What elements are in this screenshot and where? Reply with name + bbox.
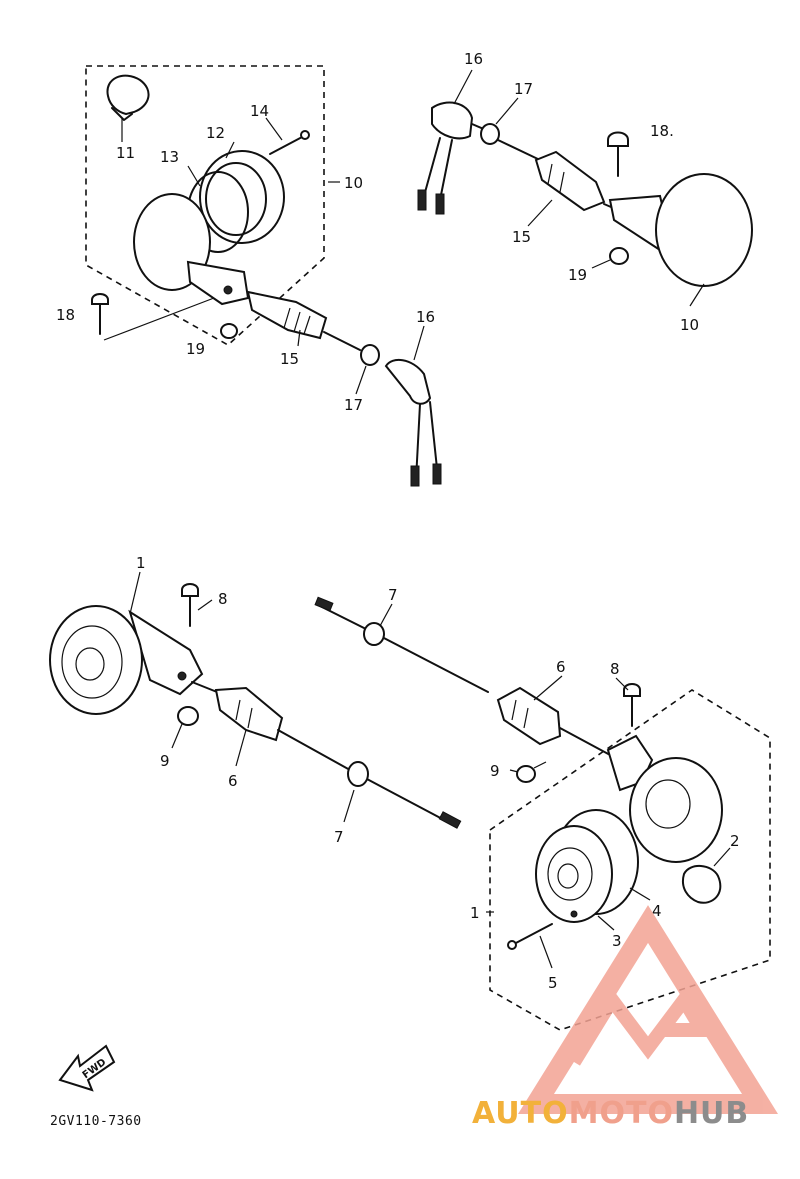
callout-10: 10 — [680, 316, 699, 334]
assembly-top-left — [85, 65, 442, 487]
callout-9: 9 — [490, 762, 500, 780]
callout-12: 12 — [206, 124, 225, 142]
callout-17: 17 — [514, 80, 533, 98]
leader-lines — [129, 69, 731, 969]
front-arrow-icon: FWD — [58, 1044, 116, 1092]
callout-9: 9 — [160, 752, 170, 770]
assembly-bottom-right — [314, 596, 771, 1031]
callouts-bottom-left: 1 8 9 6 7 — [136, 554, 344, 846]
callout-2: 2 — [730, 832, 740, 850]
watermark-part-moto: MOTO — [568, 1096, 674, 1131]
callout-6: 6 — [228, 772, 238, 790]
callout-7: 7 — [388, 586, 398, 604]
callout-10: 10 — [344, 174, 363, 192]
callouts-top-left: 11 12 13 14 10 18 19 15 16 17 — [56, 102, 435, 414]
callout-15: 15 — [512, 228, 531, 246]
callout-8: 8 — [610, 660, 620, 678]
callout-7: 7 — [334, 828, 344, 846]
callout-8: 8 — [218, 590, 228, 608]
callout-18: 18. — [650, 122, 674, 140]
callout-17: 17 — [344, 396, 363, 414]
callout-16: 16 — [416, 308, 435, 326]
assembly-bottom-left — [49, 583, 462, 829]
callout-5: 5 — [548, 974, 558, 992]
drawing-code: 2GV110-7360 — [50, 1114, 142, 1129]
callout-3: 3 — [612, 932, 622, 950]
callout-16: 16 — [464, 50, 483, 68]
callout-15: 15 — [280, 350, 299, 368]
watermark-part-hub: HUB — [673, 1096, 750, 1131]
callout-19: 19 — [568, 266, 587, 284]
bulb-icon — [106, 74, 150, 121]
callout-4: 4 — [652, 902, 662, 920]
callout-11: 11 — [116, 144, 135, 162]
callouts-top-right: 16 17 18. 15 19 10 — [464, 50, 699, 334]
bulb-icon — [682, 865, 722, 904]
callout-1: 1 — [470, 904, 480, 922]
callout-13: 13 — [160, 148, 179, 166]
watermark-part-auto: AUTO — [472, 1096, 569, 1131]
callout-18: 18 — [56, 306, 75, 324]
callouts-bottom-right: 7 6 8 9 2 4 1 3 5 — [388, 586, 740, 992]
watermark-logo-icon — [518, 905, 778, 1114]
watermark-brand: AUTOMOTOHUB — [472, 1096, 749, 1131]
callout-14: 14 — [250, 102, 269, 120]
callout-1: 1 — [136, 554, 146, 572]
callout-19: 19 — [186, 340, 205, 358]
callout-6: 6 — [556, 658, 566, 676]
assembly-top-right — [417, 101, 753, 287]
